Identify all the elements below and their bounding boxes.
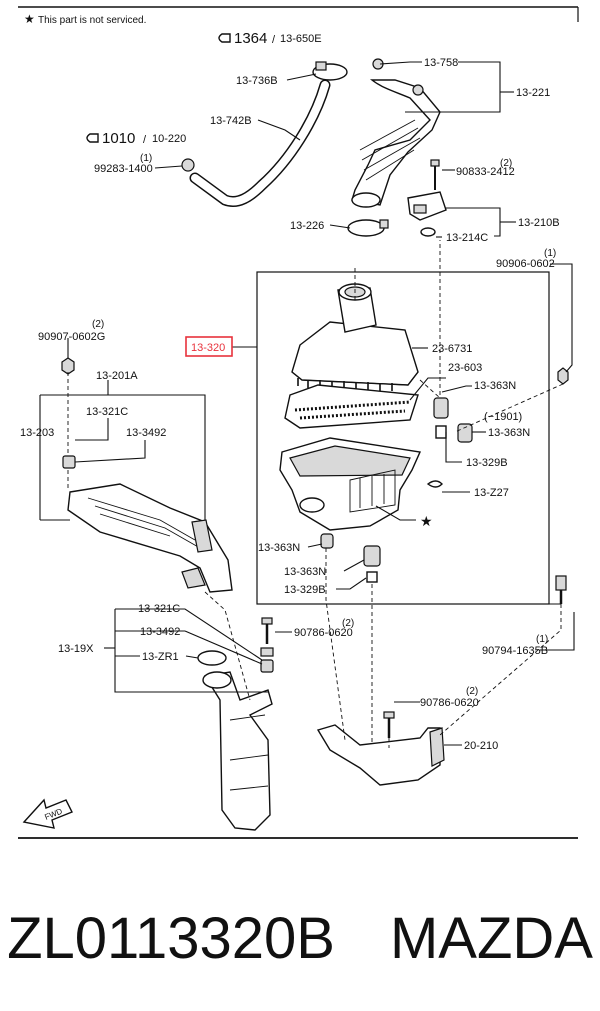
pointing-hand-icon [86,133,99,143]
label-90786-0620-b[interactable]: 90786-0620 [420,697,479,709]
label-90786-0620-a[interactable]: 90786-0620 [294,627,353,639]
svg-text:/: / [143,134,147,146]
highlight-box-13-320 [185,336,233,357]
bolt-90786-b [383,711,395,738]
footer-title: ZL0113320B MAZDA [0,893,600,983]
clamp-13-zr1 [197,650,227,666]
resonator-13-19x [202,671,273,831]
qty-90794: (1) [536,634,548,645]
grommet-13-321c [62,455,76,469]
label-13-214c[interactable]: 13-214C [446,232,488,244]
fig-ref-1010-num: 1010 [102,130,135,147]
label-90907-0602g[interactable]: 90907-0602G [38,331,105,343]
label-13-z27[interactable]: 13-Z27 [474,487,509,499]
label-13-210b[interactable]: 13-210B [518,217,560,229]
note-text: This part is not serviced. [38,15,146,26]
label-99283-1400[interactable]: 99283-1400 [94,163,153,175]
forward-arrow-icon: FWD [22,798,73,829]
label-13-363n-c[interactable]: 13-363N [258,542,300,554]
fig-ref-1010[interactable]: 1010 / 10-220 [86,130,186,147]
air-filter-element [284,384,419,429]
part-number: ZL0113320B [7,905,335,971]
label-13-321c-b[interactable]: 13-321C [138,603,180,615]
nut-90907 [61,357,75,375]
label-1901: (−1901) [484,411,522,423]
bolt-90794 [555,575,567,604]
intake-duct-13-221 [351,58,441,208]
maf-sensor-13-210b [407,159,447,237]
label-13-321c-a[interactable]: 13-321C [86,406,128,418]
label-13-329b-a[interactable]: 13-329B [466,457,508,469]
hose-clamp-13-226 [347,219,389,237]
qty-90786-a: (2) [342,618,354,629]
label-13-19x[interactable]: 13-19X [58,643,94,655]
air-cleaner-case [279,437,422,531]
grommet-lower-left [260,647,274,673]
nut-90906 [557,367,569,385]
pointing-hand-icon [218,33,231,43]
label-13-3492-b[interactable]: 13-3492 [140,626,180,638]
fig-ref-1364-sub: 13-650E [280,33,322,45]
label-13-3492-a[interactable]: 13-3492 [126,427,166,439]
label-13-758[interactable]: 13-758 [424,57,458,69]
svg-text:/: / [272,34,276,46]
air-cleaner-cover [291,283,419,391]
exploded-view-svg: ★ This part is not serviced. 1364 / 13-6… [18,6,579,839]
label-20-210[interactable]: 20-210 [464,740,498,752]
label-13-203[interactable]: 13-203 [20,427,54,439]
label-23-603[interactable]: 23-603 [448,362,482,374]
grommet-upper [433,397,473,443]
label-13-363n-b[interactable]: 13-363N [488,427,530,439]
fig-ref-1364-num: 1364 [234,30,267,47]
fig-ref-1364[interactable]: 1364 / 13-650E [218,30,322,47]
label-13-329b-b[interactable]: 13-329B [284,584,326,596]
qty-99283: (1) [140,153,152,164]
brand-name: MAZDA [389,905,593,971]
qty-90907: (2) [92,319,104,330]
label-90906-0602[interactable]: 90906-0602 [496,258,555,270]
clip-99283 [181,158,195,172]
label-13-226[interactable]: 13-226 [290,220,324,232]
qty-90833: (2) [500,158,512,169]
bracket-20-210 [316,724,445,786]
star-not-serviced: ★ [420,513,433,529]
label-13-zr1[interactable]: 13-ZR1 [142,651,179,663]
label-13-363n-a[interactable]: 13-363N [474,380,516,392]
qty-90786-b: (2) [466,686,478,697]
fig-ref-1010-sub: 10-220 [152,133,186,145]
label-13-201a[interactable]: 13-201A [96,370,138,382]
assembly-13-320-box [256,271,550,605]
label-90794-1635b[interactable]: 90794-1635B [482,645,548,657]
label-13-742b[interactable]: 13-742B [210,115,252,127]
resonator-duct-13-201a [67,483,233,593]
label-90833-2412[interactable]: 90833-2412 [456,166,515,178]
hose-clamp-13-736b [312,61,348,81]
note-star: ★ [24,12,35,26]
label-13-221[interactable]: 13-221 [516,87,550,99]
breather-hose [191,81,329,206]
label-13-363n-d[interactable]: 13-363N [284,566,326,578]
label-23-6731[interactable]: 23-6731 [432,343,472,355]
grommet-lower [320,533,381,583]
label-13-320[interactable]: 13-320 [191,342,225,354]
qty-90906: (1) [544,248,556,259]
label-13-736b[interactable]: 13-736B [236,75,278,87]
clip-13-z27 [426,480,443,488]
